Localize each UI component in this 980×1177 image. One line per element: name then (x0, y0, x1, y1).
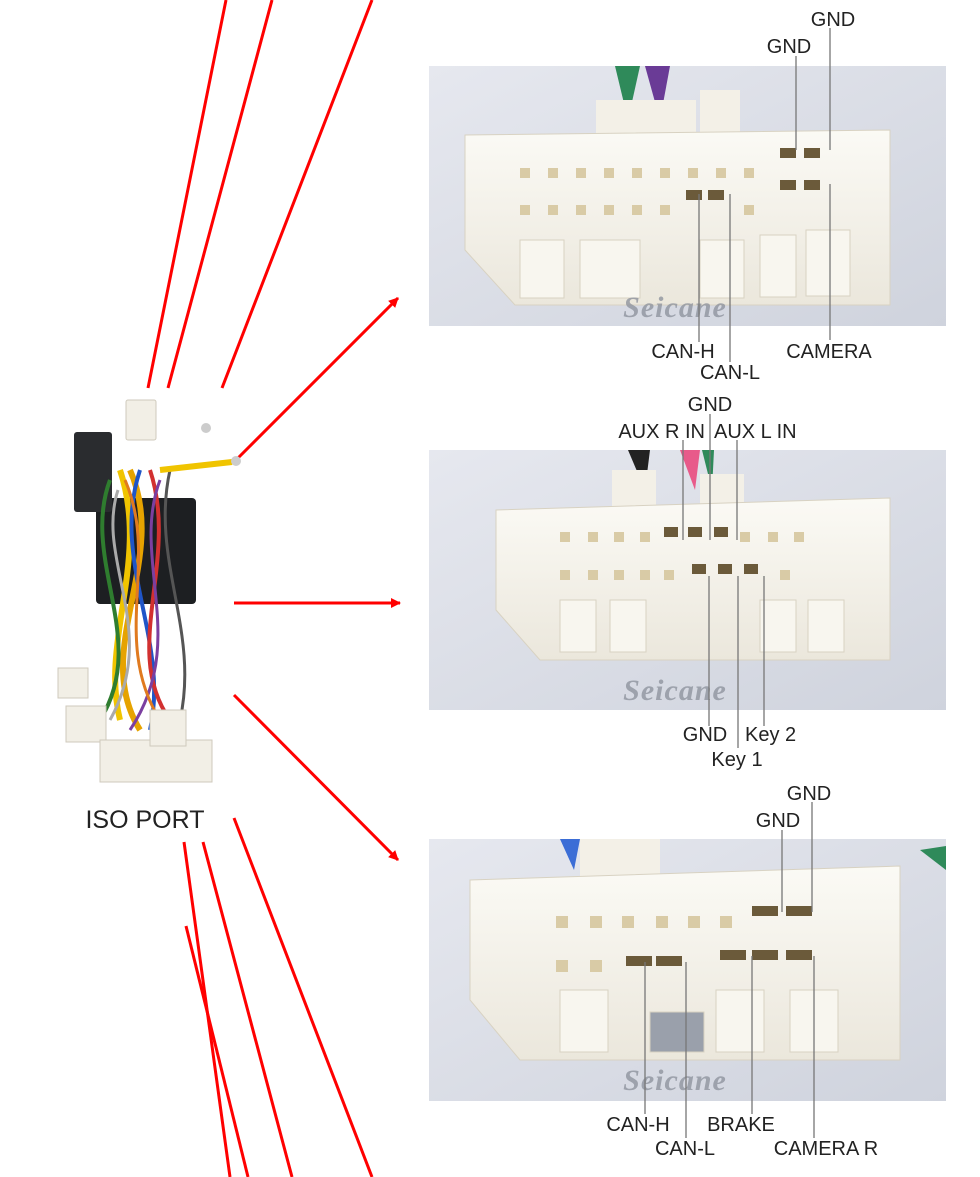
pin-label-can-h: CAN-H (651, 341, 714, 363)
pin-label-can-l: CAN-L (655, 1138, 715, 1160)
pin-label-aux-l-in: AUX L IN (714, 421, 797, 443)
pin-label-gnd: GND (811, 9, 855, 31)
pin-label-brake: BRAKE (707, 1114, 775, 1136)
watermark-3: Seicane (623, 1064, 727, 1097)
iso-harness-image (57, 399, 241, 783)
arrow-to-connector-1 (234, 296, 400, 462)
pin-label-can-l: CAN-L (700, 362, 760, 384)
pin-label-camera: CAMERA (786, 341, 872, 363)
watermark-2: Seicane (623, 674, 727, 707)
pin-label-can-h: CAN-H (606, 1114, 669, 1136)
connector-photo-3: Seicane (429, 839, 946, 1101)
arrow-to-connector-3 (232, 693, 400, 862)
pin-label-gnd: GND (688, 394, 732, 416)
red-guide-lines (146, 0, 374, 1177)
pin-label-gnd: GND (756, 810, 800, 832)
connector-photo-1: Seicane (429, 66, 946, 326)
pin-label-aux-r-in: AUX R IN (618, 421, 705, 443)
leader-lines-2 (682, 414, 765, 748)
pin-label-gnd: GND (683, 724, 727, 746)
leader-lines-1 (698, 28, 831, 362)
leader-lines-3 (644, 802, 815, 1138)
arrows (232, 296, 401, 862)
pin-label-gnd: GND (767, 36, 811, 58)
pin-grid-1 (520, 148, 820, 215)
pin-label-key-2: Key 2 (745, 724, 796, 746)
iso-port-label: ISO PORT (85, 806, 204, 834)
watermark-1: Seicane (623, 291, 727, 324)
pin-label-camera-r: CAMERA R (774, 1138, 878, 1160)
pin-grid-3 (556, 906, 812, 972)
pin-grid-2 (560, 527, 804, 580)
pin-label-key-1: Key 1 (711, 749, 762, 771)
connector-photo-2: Seicane (429, 450, 946, 710)
pin-label-gnd: GND (787, 783, 831, 805)
